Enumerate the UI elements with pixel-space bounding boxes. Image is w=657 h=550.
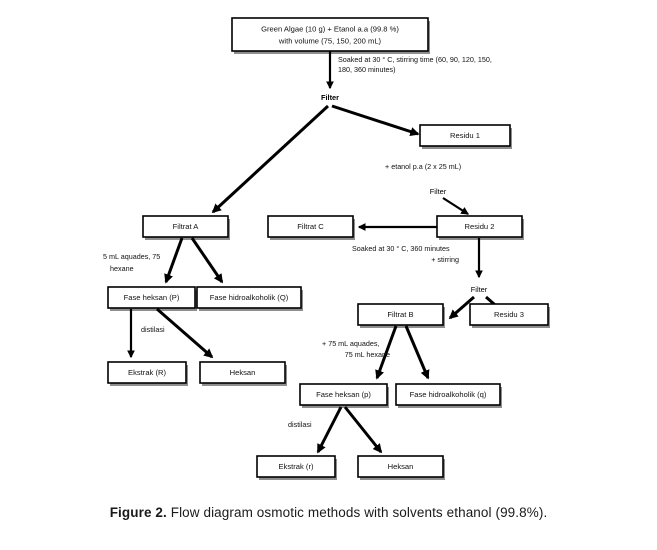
node-heksanr-label: Heksan (388, 462, 414, 471)
node-ekstrakR-label: Ekstrak (R) (128, 368, 166, 377)
edge-filter1-to-filtratA (211, 104, 330, 214)
node-fasep: Fase heksan (p) (299, 383, 389, 408)
label-filter-3: Filter (471, 285, 488, 294)
annotation-aquades2-line1: + 75 mL aquades, (322, 339, 379, 348)
node-ekstrakR: Ekstrak (R) (107, 361, 188, 386)
annotation-aquades2-line2: 75 mL hexane (345, 350, 390, 359)
node-faseq-label: Fase hidroalkoholik (q) (410, 390, 487, 399)
annotation-soak2-line1: Soaked at 30 ° C, 360 minutes (352, 244, 450, 253)
edge-filtratB-to-fasep (375, 325, 398, 380)
node-residu2-label: Residu 2 (465, 222, 495, 231)
edge-filter3-to-filtratB (448, 295, 475, 320)
node-residu3-label: Residu 3 (494, 310, 524, 319)
figure-caption-prefix: Figure 2. (109, 505, 167, 520)
node-faseQ: Fase hidroalkoholik (Q) (196, 286, 303, 311)
node-filtratA: Filtrat A (142, 215, 230, 240)
node-filtratB: Filtrat B (357, 303, 445, 328)
annotation-aquades1-line2: hexane (110, 264, 134, 273)
annotation-distilasi-1: distilasi (141, 325, 165, 334)
node-heksanR: Heksan (199, 361, 287, 386)
flow-diagram-svg: Green Algae (10 g) + Etanol a.a (99.8 %)… (103, 17, 550, 480)
node-filtratA-label: Filtrat A (173, 222, 200, 231)
node-residu1: Residu 1 (419, 124, 512, 149)
node-start-line2: with volume (75, 150, 200 mL) (278, 37, 382, 46)
node-filtratB-label: Filtrat B (387, 310, 413, 319)
edge-filter1-to-residu1 (331, 104, 420, 137)
figure-caption: Figure 2. Flow diagram osmotic methods w… (0, 505, 657, 520)
node-fasep-label: Fase heksan (p) (316, 390, 371, 399)
node-filtratC-label: Filtrat C (297, 222, 324, 231)
node-heksanr: Heksan (357, 455, 445, 480)
label-filter-2: Filter (430, 187, 447, 196)
node-faseP: Fase heksan (P) (107, 286, 197, 311)
edge-filtratA-to-faseQ (190, 237, 224, 284)
annotation-soak2-line2: + stirring (431, 255, 459, 264)
node-residu1-label: Residu 1 (450, 131, 480, 140)
node-faseQ-label: Fase hidroalkoholik (Q) (210, 293, 289, 302)
edge-filter2-to-residu2 (442, 197, 470, 215)
edge-fasep-to-heksanr (343, 406, 383, 454)
node-faseq: Fase hidroalkoholik (q) (395, 383, 502, 408)
node-ekstrakr: Ekstrak (r) (256, 455, 337, 480)
node-residu3: Residu 3 (469, 303, 550, 328)
annotation-distilasi-2: distilasi (288, 420, 312, 429)
node-faseP-label: Fase heksan (P) (124, 293, 180, 302)
annotation-etanol: + etanol p.a (2 x 25 mL) (385, 162, 461, 171)
edge-faseP-to-heksanR (156, 307, 214, 359)
node-filtratC: Filtrat C (267, 215, 355, 240)
node-residu2: Residu 2 (436, 215, 524, 240)
label-filter-1: Filter (321, 93, 339, 102)
edge-filtratB-to-faseq (404, 325, 430, 380)
annotation-soak1-line2: 180, 360 minutes) (338, 65, 396, 74)
edge-fasep-to-ekstrakr (316, 406, 343, 454)
annotation-soak1-line1: Soaked at 30 ° C, stirring time (60, 90,… (338, 55, 492, 64)
figure-caption-text: Flow diagram osmotic methods with solven… (166, 505, 548, 520)
annotation-aquades1-line1: 5 mL aquades, 75 (103, 252, 160, 261)
node-start: Green Algae (10 g) + Etanol a.a (99.8 %)… (231, 17, 430, 54)
node-ekstrakr-label: Ekstrak (r) (278, 462, 313, 471)
node-heksanR-label: Heksan (230, 368, 256, 377)
edge-filtratA-to-faseP (164, 237, 184, 284)
node-start-line1: Green Algae (10 g) + Etanol a.a (99.8 %) (261, 25, 399, 34)
